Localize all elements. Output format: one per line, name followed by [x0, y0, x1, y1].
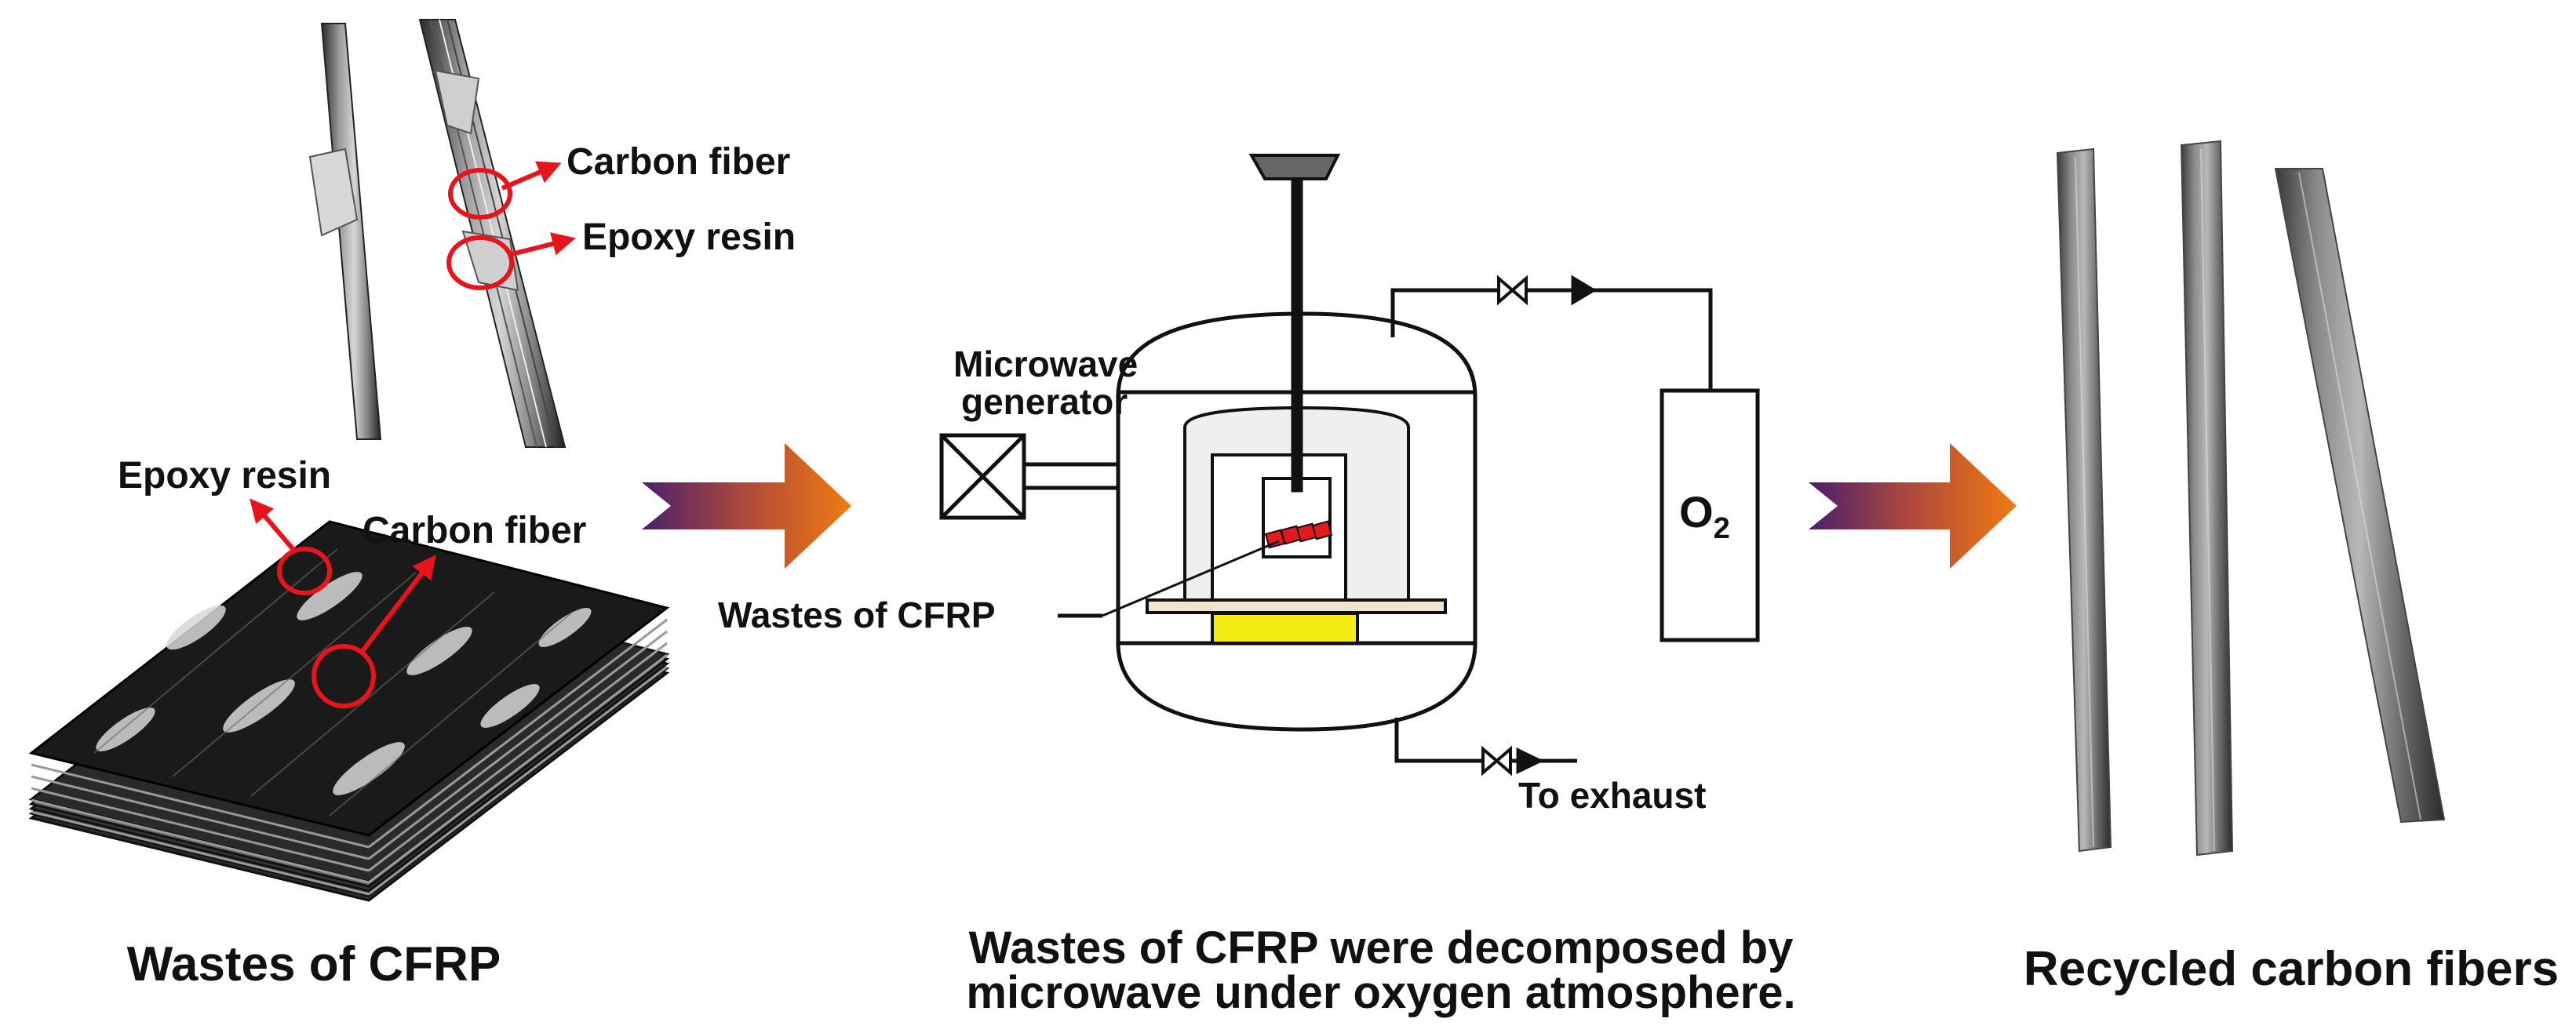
- cfrp-sample: [1264, 520, 1333, 549]
- caption-middle-line1: Wastes of CFRP were decomposed by: [969, 922, 1794, 973]
- label-epoxy-resin-top: Epoxy resin: [582, 216, 796, 258]
- label-wastes-cfrp: Wastes of CFRP: [718, 595, 996, 635]
- exhaust-line: [1394, 718, 1577, 777]
- reactor-labels: Microwave generator Wastes of CFRP O2 To…: [718, 344, 1730, 816]
- annotation-carbon-fiber-stack: Carbon fiber: [312, 510, 586, 708]
- valve-top: [1497, 275, 1528, 306]
- recycled-fibers-image: [2056, 140, 2446, 857]
- left-panel: Carbon fiber Epoxy resin: [28, 19, 796, 991]
- annotation-epoxy-resin-top: Epoxy resin: [446, 216, 796, 290]
- caption-middle-line2: microwave under oxygen atmosphere.: [966, 967, 1795, 1018]
- microwave-generator: [939, 433, 1118, 520]
- heater: [1211, 612, 1359, 645]
- caption-right: Recycled carbon fibers: [2024, 942, 2559, 996]
- cfrp-laminate-stack-image: [28, 520, 670, 902]
- annotation-carbon-fiber-top: Carbon fiber: [448, 141, 790, 220]
- label-carbon-fiber-top: Carbon fiber: [567, 141, 790, 183]
- sem-single-fibers-image: [308, 19, 567, 448]
- label-epoxy-resin-stack: Epoxy resin: [118, 455, 331, 496]
- support-plate: [1146, 598, 1447, 614]
- caption-left: Wastes of CFRP: [127, 937, 501, 991]
- label-microwave-2: generator: [961, 381, 1128, 422]
- label-microwave-1: Microwave: [953, 344, 1138, 384]
- annotation-epoxy-resin-stack: Epoxy resin: [118, 455, 332, 595]
- label-carbon-fiber-stack: Carbon fiber: [363, 510, 586, 551]
- oxygen-cylinder: [1660, 388, 1760, 642]
- stirring-rod: [1248, 154, 1341, 493]
- label-to-exhaust: To exhaust: [1518, 775, 1706, 816]
- oxygen-line: [1390, 275, 1713, 391]
- process-arrow-2: [1809, 443, 2017, 569]
- process-arrow-1: [642, 443, 851, 569]
- label-oxygen: O2: [1679, 487, 1730, 545]
- reactor-schematic: [939, 154, 1760, 777]
